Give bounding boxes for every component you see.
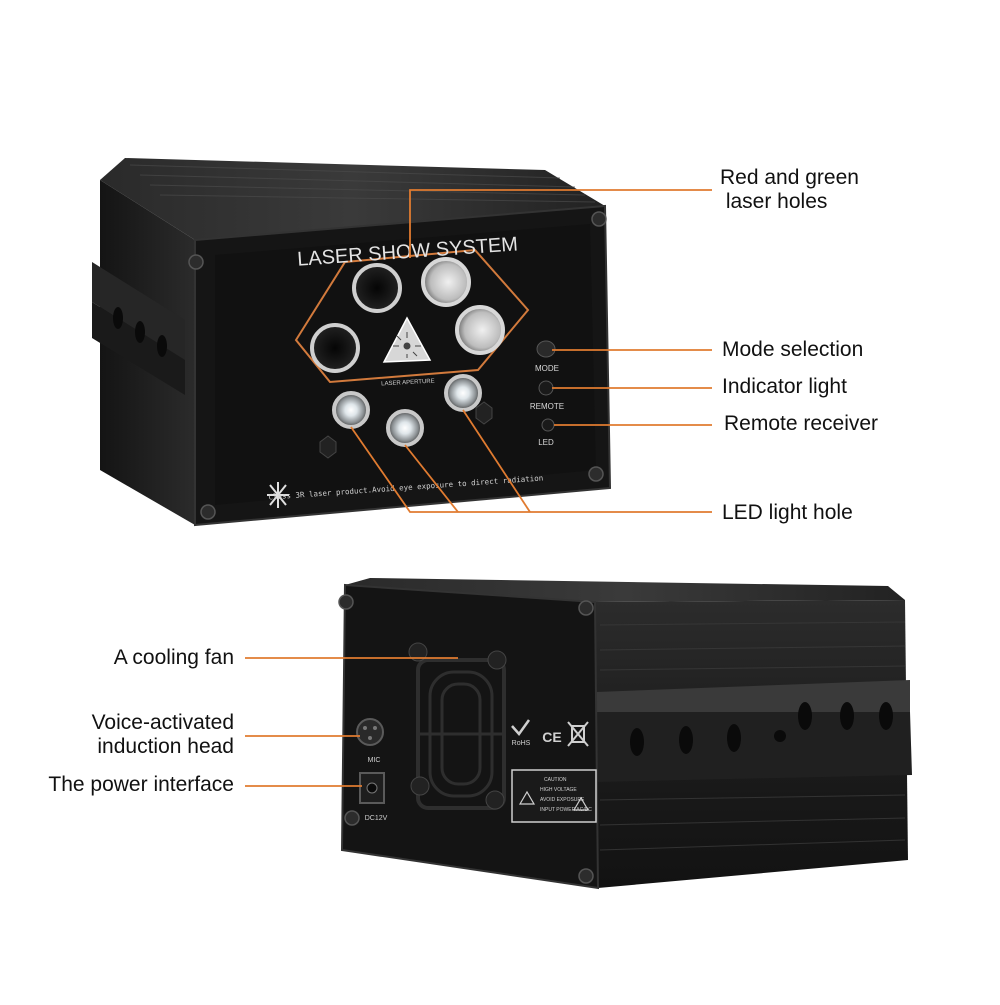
callout-mode-selection: Mode selection	[722, 338, 864, 361]
front-unit-top-face	[100, 158, 605, 240]
caution-line-4: INPUT POWER AC/DC	[540, 807, 592, 813]
caution-line-1: CAUTION	[544, 777, 567, 783]
leader-led-2	[404, 444, 459, 513]
back-unit	[338, 578, 912, 890]
callout-voice-head-line-1: Voice-activated	[91, 711, 234, 734]
power-label: DC12V	[365, 815, 388, 822]
callout-indicator-light: Indicator light	[722, 375, 847, 398]
caution-line-2: HIGH VOLTAGE	[540, 787, 577, 793]
front-screws	[188, 211, 607, 520]
caution-line-3: AVOID EXPOSURE	[540, 797, 585, 803]
leader-led-1	[350, 426, 712, 513]
led-hole-3	[444, 374, 482, 412]
remote-receiver-icon	[541, 418, 555, 432]
rohs-mark: RoHS	[512, 740, 531, 747]
callout-voice-head-line-2: induction head	[97, 735, 234, 758]
back-unit-top-face	[345, 578, 905, 602]
led-hole-1	[332, 391, 370, 429]
laser-star-icon	[267, 482, 289, 508]
led-hole-2	[386, 409, 424, 447]
laser-hole-4	[455, 305, 505, 355]
laser-hole-2	[421, 257, 471, 307]
mic-icon	[356, 718, 384, 746]
leader-laser-holes	[409, 189, 712, 258]
side-controls	[536, 340, 556, 432]
ce-mark: CE	[542, 729, 561, 745]
weee-bin-icon	[567, 721, 589, 747]
callout-power-interface: The power interface	[48, 773, 234, 796]
caution-triangle-icon-left	[518, 790, 536, 805]
caution-triangle-icon-right	[572, 796, 590, 811]
led-holes	[332, 374, 482, 447]
indicator-light-icon	[538, 380, 554, 396]
cooling-fan	[408, 642, 507, 810]
callout-led-light-hole: LED light hole	[722, 501, 853, 524]
mode-button	[536, 340, 556, 358]
laser-warning-icon	[382, 316, 432, 363]
laser-hole-1	[352, 263, 402, 313]
callout-cooling-fan: A cooling fan	[113, 646, 234, 669]
mode-label: MODE	[535, 364, 559, 373]
caution-label	[511, 769, 597, 823]
mic-label: MIC	[368, 757, 381, 764]
callout-laser-holes-line-1: Red and green	[720, 166, 859, 189]
callout-laser-holes-line-2: laser holes	[720, 190, 828, 213]
callout-voice-head: Voice-activated induction head	[92, 711, 234, 759]
callout-remote-receiver: Remote receiver	[724, 412, 879, 435]
laser-holes-outline	[294, 248, 530, 384]
front-unit	[92, 158, 612, 527]
aperture-caption: LASER APERTURE	[381, 379, 435, 388]
remote-label: REMOTE	[530, 402, 564, 411]
callout-laser-holes: Red and green laser holes	[720, 166, 859, 214]
laser-hole-3	[310, 323, 360, 373]
leader-led-3	[462, 409, 531, 513]
led-label: LED	[538, 438, 554, 447]
rohs-check-icon	[511, 719, 531, 737]
leader-lines	[245, 189, 712, 787]
rear-screws	[338, 594, 594, 884]
